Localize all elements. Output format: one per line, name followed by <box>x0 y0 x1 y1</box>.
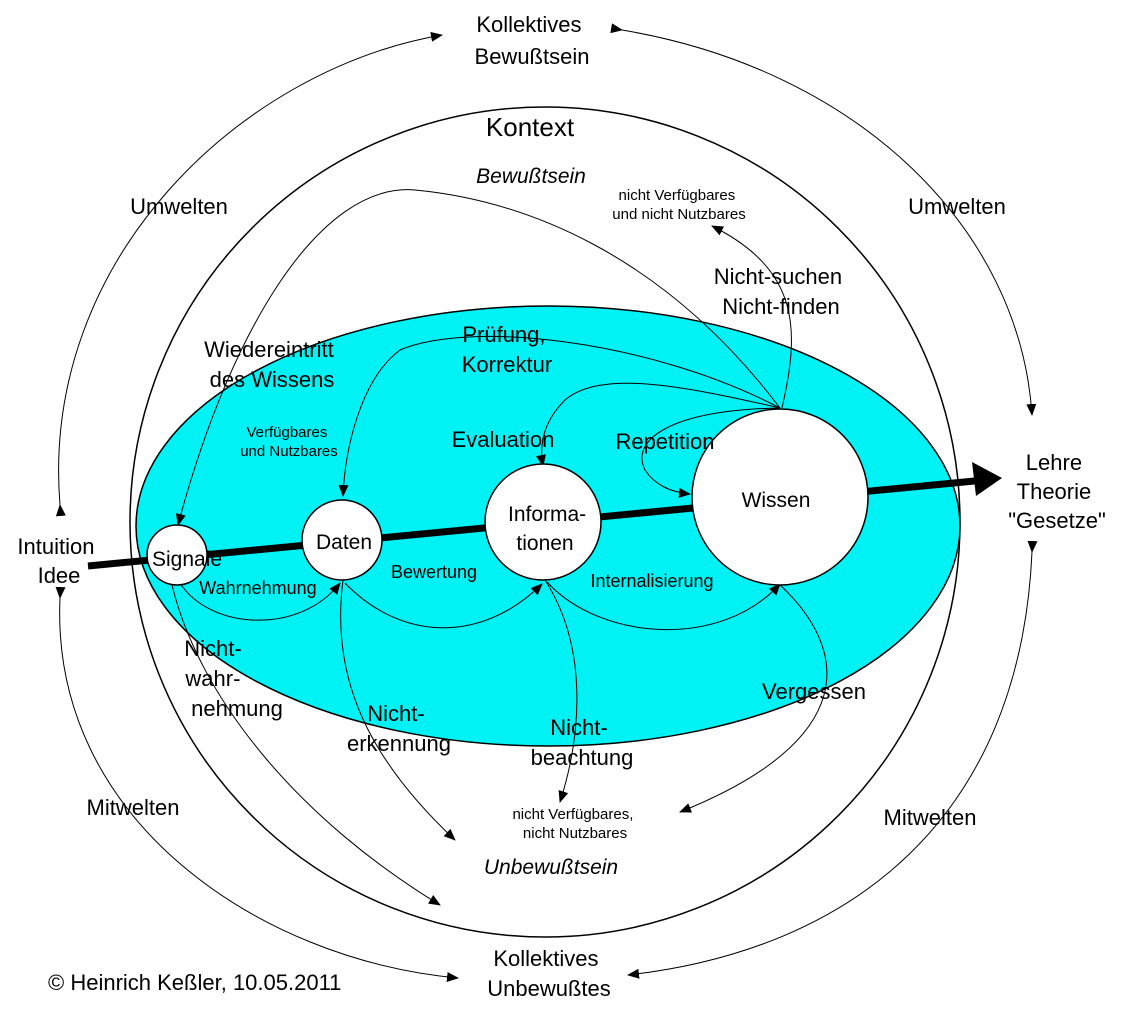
label-nicht-verfuegbares-top: nicht Verfügbares und nicht Nutzbares <box>612 187 745 223</box>
label-wiedereintritt: Wiedereintritt des Wissens <box>204 337 340 392</box>
label-mitwelten-right: Mitwelten <box>884 805 977 830</box>
label-wahrnehmung: Wahrnehmung <box>199 578 316 598</box>
label-pruefung: Prüfung, Korrektur <box>462 322 552 377</box>
arrow-wahrnehmung <box>179 582 341 621</box>
arc-umwelten-right <box>610 23 1037 416</box>
arrow-nicht-beachtung <box>544 579 578 803</box>
arrow-vergessen <box>679 584 828 813</box>
arrow-internalisierung <box>546 581 781 631</box>
label-repetition: Repetition <box>615 429 714 454</box>
label-nicht-suchen: Nicht-suchen Nicht-finden <box>714 264 849 319</box>
label-umwelten-right: Umwelten <box>908 194 1006 219</box>
label-unbewusstsein: Unbewußtsein <box>484 856 618 879</box>
arrow-bewertung <box>344 582 543 629</box>
label-daten: Daten <box>316 531 372 554</box>
label-internalisierung: Internalisierung <box>590 571 713 591</box>
arc-mitwelten-left <box>55 586 459 982</box>
label-vergessen: Vergessen <box>762 679 866 704</box>
label-nicht-wahrnehmung: Nicht- wahr- nehmung <box>184 636 283 721</box>
arrow-nicht-erkennung <box>340 579 456 841</box>
label-kontext: Kontext <box>486 112 575 142</box>
label-nicht-erkennung: Nicht- erkennung <box>347 701 451 756</box>
arc-umwelten-left <box>55 31 443 517</box>
label-kollektives-bewusstsein: Kollektives Bewußtsein <box>475 12 590 69</box>
label-verfuegbares: Verfügbares und Nutzbares <box>240 424 338 460</box>
label-umwelten-left: Umwelten <box>130 194 228 219</box>
label-nicht-verfuegbares-bottom: nicht Verfügbares, nicht Nutzbares <box>512 806 637 842</box>
arrow-nicht-suchen <box>711 225 792 409</box>
label-wissen: Wissen <box>742 489 811 512</box>
label-signale: Signale <box>152 548 222 571</box>
label-evaluation: Evaluation <box>452 427 555 452</box>
label-bewusstsein: Bewußtsein <box>476 165 586 188</box>
label-nicht-beachtung: Nicht- beachtung <box>531 715 634 770</box>
label-intuition: Intuition Idee <box>17 534 100 588</box>
node-informationen <box>484 463 602 581</box>
node-daten <box>301 499 383 581</box>
copyright-text: © Heinrich Keßler, 10.05.2011 <box>48 970 341 995</box>
arrow-pruefung <box>338 335 781 497</box>
main-axis-arrowhead <box>972 462 1002 496</box>
arrow-wiedereintritt <box>176 189 781 526</box>
node-wissen <box>691 408 869 586</box>
arrow-repetition <box>641 407 781 498</box>
label-kollektives-unbewusstes: Kollektives Unbewußtes <box>487 946 611 1001</box>
arrow-evaluation <box>536 382 781 467</box>
label-lehre: Lehre Theorie "Gesetze" <box>1008 450 1106 533</box>
node-signale <box>146 524 208 586</box>
label-mitwelten-left: Mitwelten <box>87 795 180 820</box>
label-informationen: Informa- tionen <box>508 503 592 555</box>
arc-mitwelten-right <box>627 540 1038 979</box>
label-bewertung: Bewertung <box>391 562 477 582</box>
arrow-nicht-wahrnehmung <box>171 584 441 906</box>
